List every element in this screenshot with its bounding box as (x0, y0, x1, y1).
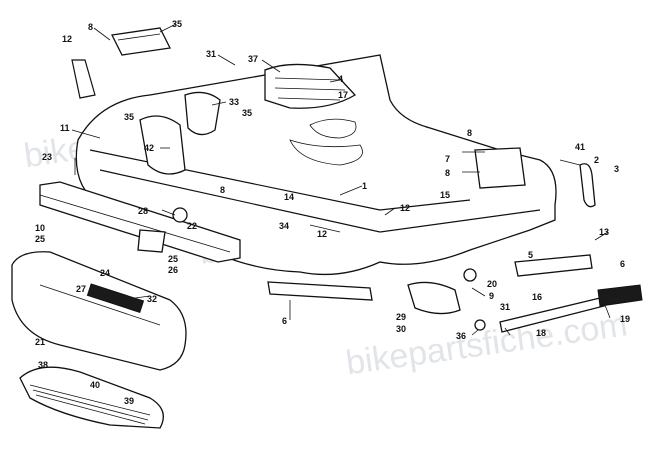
side-trim-rail (514, 254, 593, 277)
callout-25a: 25 (35, 234, 45, 244)
callout-15: 15 (440, 190, 450, 200)
callout-12a: 12 (62, 34, 72, 44)
callout-28: 28 (138, 206, 148, 216)
callout-35c: 35 (242, 108, 252, 118)
console-vents (274, 77, 346, 101)
nose-cone (11, 251, 187, 371)
nose-decal-line (39, 284, 161, 326)
corner-trim (579, 163, 596, 208)
callout-5: 5 (528, 250, 533, 260)
callout-29: 29 (396, 312, 406, 322)
callout-2: 2 (594, 155, 599, 165)
clip-ring (474, 319, 486, 331)
callout-42: 42 (144, 143, 154, 153)
callout-31a: 31 (206, 49, 216, 59)
column-cover (139, 115, 186, 175)
belly-pan-recess-2 (309, 118, 357, 139)
grommet (463, 268, 477, 282)
callout-labels: 8 12 35 31 37 4 17 33 35 35 11 42 23 8 8… (35, 19, 630, 406)
callout-6a: 6 (620, 259, 625, 269)
callout-33: 33 (229, 97, 239, 107)
callout-24: 24 (100, 268, 110, 278)
callout-10: 10 (35, 223, 45, 233)
callout-17: 17 (338, 90, 348, 100)
callout-16: 16 (532, 292, 542, 302)
belly-pan-lower-edge (99, 169, 541, 233)
belly-pan-edge (89, 149, 471, 211)
callout-9: 9 (489, 291, 494, 301)
watermark-text-3: bikepartsfiche.com (344, 305, 630, 382)
front-bumper-bar (39, 181, 241, 263)
callout-1: 1 (362, 181, 367, 191)
step-plate (407, 281, 461, 315)
callout-8b: 8 (220, 185, 225, 195)
console-panel (264, 63, 357, 109)
seat-pad-line (117, 33, 161, 41)
seat-pad (111, 27, 171, 56)
callout-14: 14 (284, 192, 294, 202)
callout-13: 13 (599, 227, 609, 237)
callout-4: 4 (338, 74, 343, 84)
callout-21: 21 (35, 337, 45, 347)
foot-rest (267, 281, 373, 301)
callout-30: 30 (396, 324, 406, 334)
callout-8d: 8 (445, 168, 450, 178)
callout-27: 27 (76, 284, 86, 294)
callout-19: 19 (620, 314, 630, 324)
callout-12b: 12 (400, 203, 410, 213)
callout-40: 40 (90, 380, 100, 390)
headlight-socket (172, 207, 188, 223)
callout-35a: 35 (172, 19, 182, 29)
callout-35b: 35 (124, 112, 134, 122)
headlight-bracket (137, 229, 166, 253)
mount-bracket (71, 59, 96, 99)
callout-37: 37 (248, 54, 258, 64)
hinge-bracket (474, 147, 526, 189)
callout-41: 41 (575, 142, 585, 152)
callout-11: 11 (60, 123, 70, 133)
leader-lines (71, 23, 611, 336)
nose-decal-logo (86, 283, 145, 313)
callout-39: 39 (124, 396, 134, 406)
callout-34: 34 (279, 221, 289, 231)
callout-31b: 31 (500, 302, 510, 312)
callout-23: 23 (42, 152, 52, 162)
callout-3: 3 (614, 164, 619, 174)
bumper-bar-line (39, 194, 231, 253)
traction-strip (597, 284, 643, 307)
callout-7: 7 (445, 154, 450, 164)
running-board (499, 297, 605, 333)
callout-38: 38 (38, 360, 48, 370)
callout-22: 22 (187, 221, 197, 231)
callout-12c: 12 (317, 229, 327, 239)
callout-32: 32 (147, 294, 157, 304)
callout-20: 20 (487, 279, 497, 289)
belly-pan-recess (289, 139, 363, 166)
callout-36: 36 (456, 331, 466, 341)
callout-25b: 25 (168, 254, 178, 264)
callout-26: 26 (168, 265, 178, 275)
steering-post (184, 91, 221, 136)
callout-8c: 8 (467, 128, 472, 138)
windshield-assembly (19, 366, 164, 429)
callout-6b: 6 (282, 316, 287, 326)
callout-8a: 8 (88, 22, 93, 32)
callout-18: 18 (536, 328, 546, 338)
